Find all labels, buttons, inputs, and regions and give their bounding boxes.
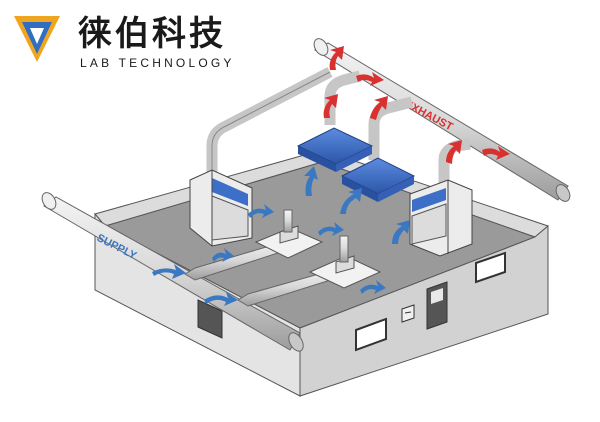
canopy-hood-1: [296, 127, 374, 172]
window-right-1: [475, 251, 506, 284]
airflow-arrow-3: [318, 222, 344, 236]
exhaust-arrow-2: [356, 72, 384, 86]
company-logo: 徕伯科技 LAB TECHNOLOGY: [8, 10, 278, 72]
brand-name-english: LAB TECHNOLOGY: [80, 56, 235, 70]
airflow-arrow-4: [360, 280, 386, 294]
window-right-2: [355, 317, 387, 352]
exhaust-arrows: [323, 46, 510, 164]
switch-icon: [401, 304, 415, 323]
airflow-arrow-6: [340, 188, 362, 214]
door-left-wall: [197, 299, 223, 339]
exhaust-branch-hood-2: [368, 96, 414, 160]
supply-arrow-1: [152, 264, 186, 279]
exhaust-arrow-5: [446, 140, 462, 164]
exhaust-arrow-1: [329, 46, 344, 70]
ceiling-diffuser-1: [254, 209, 324, 259]
exhaust-arrow-6: [482, 146, 510, 160]
exhaust-arrow-4: [370, 96, 388, 120]
exhaust-branch-hood-1: [324, 70, 362, 125]
ceiling-diffuser-2: [308, 235, 382, 289]
airflow-arrows: [152, 166, 410, 306]
airflow-arrow-7: [392, 220, 410, 244]
logo-mark-icon: [14, 16, 60, 62]
canopy-hood-2: [340, 157, 416, 202]
door-right-wall: [426, 281, 448, 330]
brand-name-chinese: 徕伯科技: [78, 14, 226, 54]
exhaust-arrow-3: [323, 94, 338, 118]
fume-hood-left: [189, 169, 253, 247]
supply-arrow-2: [204, 292, 238, 306]
airflow-arrow-1: [248, 204, 274, 218]
airflow-arrow-2: [212, 248, 234, 262]
fume-hood-right: [409, 179, 473, 257]
airflow-arrow-5: [304, 166, 318, 196]
